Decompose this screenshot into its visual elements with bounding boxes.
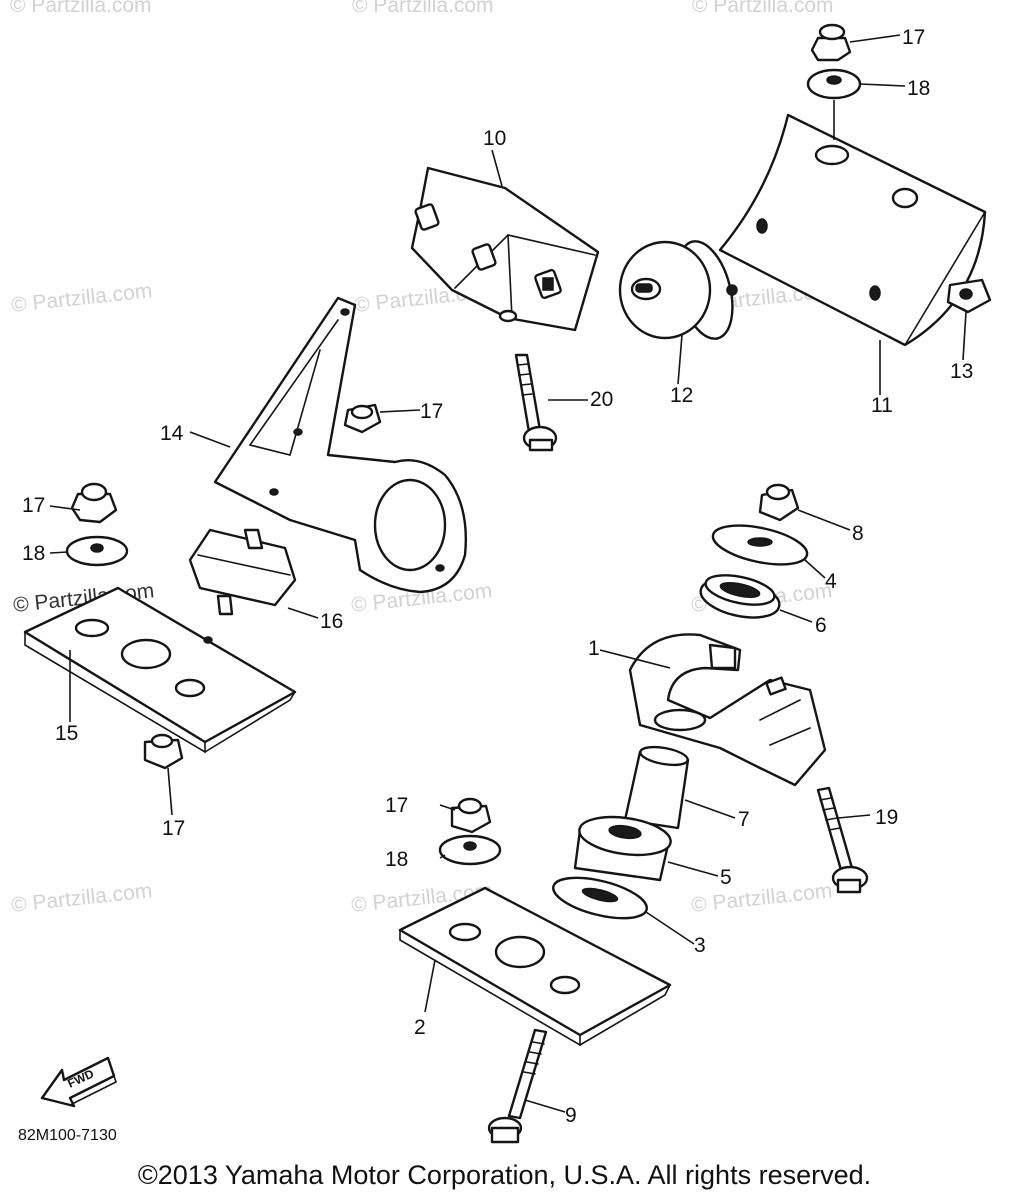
part-17-nut-lower (450, 797, 492, 834)
callout-4: 4 (825, 570, 837, 593)
part-3-washer (552, 876, 648, 920)
callout-8: 8 (852, 522, 864, 545)
part-5-damper (573, 815, 672, 882)
callout-14: 14 (160, 422, 184, 445)
part-12-rubber-mount (618, 240, 738, 340)
watermark: © Partzilla.com (10, 879, 153, 917)
part-1-bracket (628, 633, 827, 787)
leader-lines (49, 34, 967, 1113)
watermark: © Partzilla.com (352, 0, 494, 17)
part-13-nut (946, 278, 992, 314)
part-15-plate (23, 586, 297, 754)
watermark: © Partzilla.com (690, 879, 833, 917)
callout-7: 7 (738, 808, 750, 831)
part-9-bolt (487, 1028, 548, 1144)
part-17-nut-left (70, 482, 118, 524)
part-14-bracket (213, 296, 467, 594)
watermark: © Partzilla.com (692, 0, 834, 17)
callout-11: 11 (871, 394, 893, 417)
callout-10: 10 (483, 127, 506, 150)
part-18-washer-left (65, 535, 129, 567)
part-8-nut (758, 483, 800, 522)
callout-1: 1 (588, 637, 600, 660)
part-17-nut-lower-left (143, 733, 184, 770)
part-4-washer (711, 524, 809, 566)
callout-18: 18 (907, 77, 930, 100)
callout-12: 12 (670, 384, 693, 407)
copyright-notice: ©2013 Yamaha Motor Corporation, U.S.A. A… (137, 1160, 872, 1190)
part-20-bolt (514, 353, 558, 452)
callout-15: 15 (55, 722, 78, 745)
callout-16: 16 (320, 610, 343, 633)
part-6-bushing (699, 574, 781, 619)
callout-5: 5 (720, 866, 732, 889)
callout-17: 17 (385, 794, 408, 817)
callout-18: 18 (385, 848, 408, 871)
callout-18: 18 (22, 542, 45, 565)
callout-13: 13 (950, 360, 973, 383)
watermarks: © Partzilla.com © Partzilla.com © Partzi… (10, 0, 834, 917)
callout-19: 19 (875, 806, 898, 829)
callouts: 17 18 10 12 11 13 20 14 17 17 18 16 15 1… (22, 26, 973, 1127)
part-2-plate (398, 886, 672, 1047)
part-17-nut-top (810, 23, 852, 62)
callout-2: 2 (414, 1016, 426, 1039)
callout-17: 17 (902, 26, 925, 49)
callout-6: 6 (815, 614, 827, 637)
callout-17: 17 (162, 817, 185, 840)
part-11-cover (718, 113, 987, 347)
part-18-washer-lower (438, 834, 502, 866)
model-code: 82M100-7130 (18, 1127, 117, 1144)
watermark: © Partzilla.com (10, 0, 152, 17)
callout-9: 9 (565, 1104, 577, 1127)
part-19-bolt (816, 786, 869, 894)
part-7-collar (623, 745, 690, 830)
part-18-washer-top (806, 68, 862, 100)
callout-17: 17 (420, 400, 443, 423)
part-10-bracket (410, 166, 600, 332)
fwd-arrow-icon: FWD (40, 1056, 117, 1108)
part-17-nut-mid (343, 403, 382, 434)
callout-20: 20 (590, 388, 613, 411)
watermark: © Partzilla.com (10, 279, 153, 317)
part-16-rubber-mount (188, 528, 297, 616)
callout-17: 17 (22, 494, 45, 517)
callout-3: 3 (694, 934, 706, 957)
